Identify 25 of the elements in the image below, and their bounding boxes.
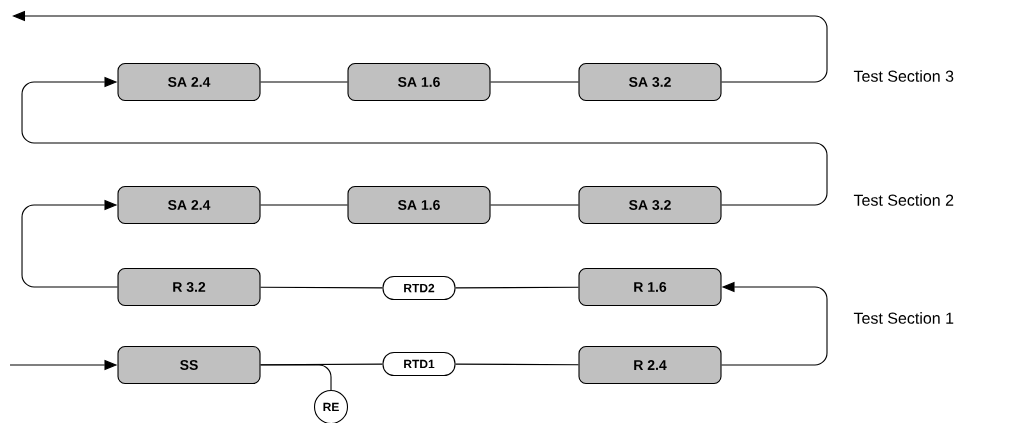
section-label: Test Section 2 — [853, 194, 954, 206]
process-box: R 3.2 — [117, 267, 261, 307]
connector — [260, 286, 383, 289]
sensor-pill: RTD2 — [382, 275, 456, 301]
process-box: SS — [117, 345, 261, 385]
section-label: Test Section 3 — [853, 70, 954, 82]
connector — [455, 363, 579, 366]
process-box: SA 3.2 — [578, 185, 722, 225]
process-box: SA 1.6 — [347, 185, 491, 225]
process-box: SA 3.2 — [578, 62, 722, 102]
process-box: R 1.6 — [578, 267, 722, 307]
process-box: R 2.4 — [578, 345, 722, 385]
connector — [260, 81, 348, 83]
connector — [490, 81, 579, 83]
process-box: SA 1.6 — [347, 62, 491, 102]
connector — [21, 76, 828, 206]
connector — [490, 204, 579, 206]
process-box: SA 2.4 — [117, 62, 261, 102]
section-label: Test Section 1 — [853, 312, 954, 324]
connector — [260, 364, 332, 391]
connector — [260, 204, 348, 206]
process-box: SA 2.4 — [117, 185, 261, 225]
connector — [21, 199, 118, 288]
sensor-pill: RTD1 — [382, 351, 456, 377]
connector — [455, 286, 579, 289]
